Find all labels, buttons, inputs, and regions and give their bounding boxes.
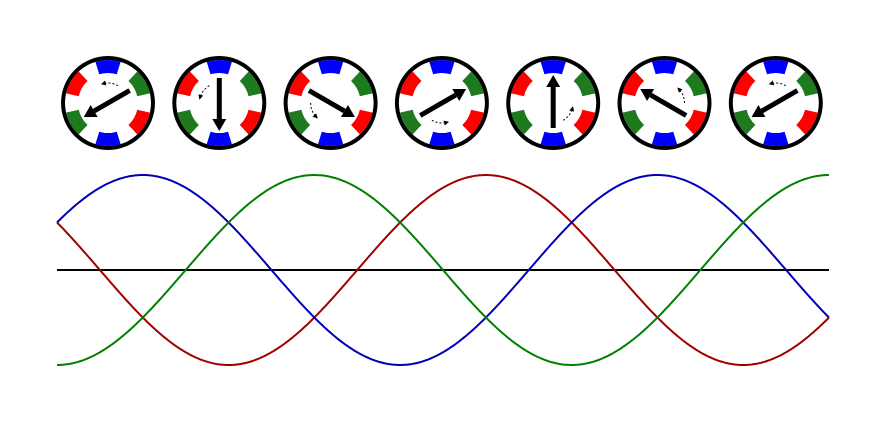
rotation-arc-icon — [431, 119, 450, 126]
motor-diagram-3 — [283, 56, 378, 150]
stator-pole-blue — [540, 131, 566, 146]
field-arrow-shaft — [92, 88, 131, 114]
stator-pole-red — [462, 109, 484, 135]
stator-pole-blue — [206, 131, 232, 146]
stator-pole-green — [239, 71, 262, 97]
stator-pole-blue — [95, 59, 121, 75]
stator-pole-blue — [429, 59, 455, 75]
stator-pole-green — [796, 71, 818, 97]
stator-pole-red — [66, 71, 88, 97]
field-arrow-shaft — [418, 92, 458, 118]
stator-pole-red — [622, 71, 645, 97]
motor-diagram-1 — [61, 56, 155, 150]
stator-pole-blue — [651, 60, 678, 75]
field-arrow-head-icon — [83, 104, 98, 118]
rotation-arc-icon — [562, 106, 575, 121]
stator-pole-green — [684, 71, 707, 97]
stator-pole-green — [351, 71, 373, 97]
motor-diagram-4 — [394, 56, 489, 150]
field-arrow-head-icon — [340, 104, 355, 118]
stator-pole-blue — [763, 59, 789, 75]
motor-diagram-7 — [728, 56, 823, 150]
motor-diagram-5 — [506, 56, 601, 150]
stator-pole-red — [733, 71, 756, 97]
field-arrow-shaft — [307, 88, 346, 114]
stator-pole-blue — [206, 59, 232, 75]
stator-pole-blue — [540, 59, 566, 75]
stator-pole-green — [400, 109, 422, 135]
phase-wave-red — [56, 174, 830, 366]
rotation-arc-icon — [310, 102, 318, 119]
stator-pole-red — [684, 109, 707, 135]
stator-pole-blue — [651, 131, 678, 146]
stator-pole-red — [573, 109, 596, 135]
field-arrow-shaft — [649, 92, 688, 118]
rotation-arc-icon — [198, 85, 210, 100]
phase-wave-green — [57, 174, 829, 366]
stator-pole-blue — [763, 131, 789, 146]
stator-pole-green — [511, 109, 533, 135]
stator-pole-red — [351, 109, 373, 135]
stator-pole-green — [462, 71, 484, 97]
motor-diagram-6 — [617, 56, 712, 150]
motor-diagram-2 — [172, 56, 267, 150]
motor-row — [61, 56, 823, 150]
field-arrow-head-icon — [212, 119, 227, 131]
field-arrow-shaft — [760, 88, 799, 114]
stator-pole-red — [128, 109, 150, 135]
phase-wave-blue — [56, 174, 830, 366]
stator-pole-red — [288, 71, 311, 97]
stator-pole-red — [177, 71, 199, 97]
stator-pole-green — [128, 71, 150, 97]
stator-pole-red — [239, 109, 262, 135]
stator-pole-green — [573, 71, 596, 97]
field-arrow-head-icon — [751, 104, 766, 118]
rotation-arc-icon — [768, 80, 787, 87]
stator-pole-blue — [318, 59, 344, 75]
stator-pole-red — [400, 71, 422, 97]
stator-pole-green — [733, 109, 756, 135]
stator-pole-green — [66, 109, 88, 135]
field-arrow-head-icon — [452, 88, 467, 102]
stator-pole-red — [511, 71, 533, 97]
stator-pole-green — [177, 109, 199, 135]
stator-pole-blue — [318, 131, 344, 146]
rotation-arc-icon — [100, 80, 119, 87]
stator-pole-green — [288, 109, 311, 135]
stator-pole-blue — [95, 131, 121, 146]
field-arrow-head-icon — [640, 88, 655, 102]
stator-pole-green — [622, 109, 645, 135]
stator-pole-blue — [429, 131, 455, 146]
rotation-arc-icon — [677, 87, 685, 104]
stator-pole-red — [796, 109, 818, 135]
field-arrow-head-icon — [546, 75, 561, 87]
